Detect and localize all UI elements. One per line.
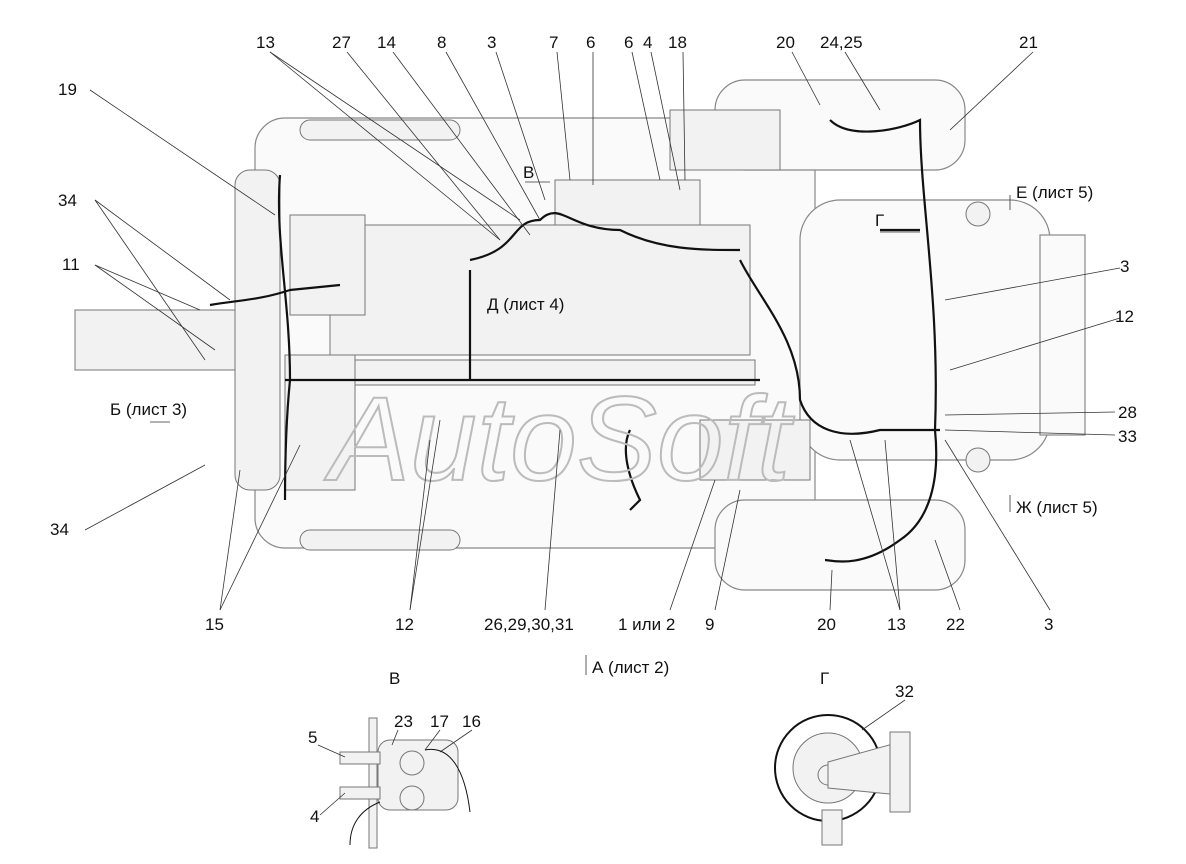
- callout: 6: [624, 33, 633, 52]
- leader-lines: [84, 51, 1121, 611]
- callouts-left: 19 34 11 34 15: [50, 80, 224, 634]
- callout: 15: [205, 615, 224, 634]
- callout: 32: [895, 682, 914, 701]
- callout: 12: [1115, 307, 1134, 326]
- callouts-bottom: 12 26,29,30,31 1 или 2 9 20 13 22 3: [395, 615, 1053, 634]
- callout: 17: [430, 712, 449, 731]
- callout: 19: [58, 80, 77, 99]
- detail-g: Г 32: [774, 669, 914, 846]
- view-ref-b: Б (лист 3): [110, 400, 187, 419]
- callout: 26,29,30,31: [484, 615, 574, 634]
- callouts-top: 13 27 14 8 3 7 6 6 4 18 20 24,25 21: [256, 33, 1038, 52]
- tractor-outline: [74, 79, 1086, 591]
- callout: 34: [50, 520, 69, 539]
- callout: 16: [462, 712, 481, 731]
- callouts-right: 3 12 28 33: [1115, 257, 1137, 446]
- view-ref-g: Г: [875, 211, 884, 230]
- callout: 34: [58, 191, 77, 210]
- detail-v: В 5 23 17 16 4: [308, 669, 481, 849]
- callout: 1 или 2: [618, 615, 675, 634]
- callout: 4: [643, 33, 652, 52]
- view-ref-d: Д (лист 4): [487, 295, 564, 314]
- callout: 18: [668, 33, 687, 52]
- callout: 6: [586, 33, 595, 52]
- wire-harness: [209, 118, 940, 563]
- detail-v-title: В: [389, 669, 400, 688]
- view-ref-a: А (лист 2): [592, 658, 669, 677]
- callout: 20: [776, 33, 795, 52]
- callout: 13: [256, 33, 275, 52]
- callout: 12: [395, 615, 414, 634]
- callout: 22: [946, 615, 965, 634]
- callout: 33: [1118, 427, 1137, 446]
- callout: 27: [332, 33, 351, 52]
- callout: 3: [1044, 615, 1053, 634]
- view-ref-zh: Ж (лист 5): [1016, 498, 1098, 517]
- callout: 5: [308, 728, 317, 747]
- view-ref-v: В: [523, 163, 534, 182]
- callout: 3: [1120, 257, 1129, 276]
- callout: 8: [437, 33, 446, 52]
- view-references: Б (лист 3) В Д (лист 4) Г Е (лист 5) Ж (…: [110, 163, 1098, 677]
- callout: 11: [62, 255, 80, 274]
- callout: 20: [817, 615, 836, 634]
- view-ref-e: Е (лист 5): [1016, 183, 1093, 202]
- detail-g-title: Г: [820, 669, 829, 688]
- callout: 4: [310, 807, 319, 826]
- callout: 28: [1118, 403, 1137, 422]
- callout: 3: [487, 33, 496, 52]
- callout: 13: [887, 615, 906, 634]
- callout: 23: [394, 712, 413, 731]
- callout: 21: [1019, 33, 1038, 52]
- callout: 24,25: [820, 33, 863, 52]
- callout: 7: [549, 33, 558, 52]
- callout: 9: [705, 615, 714, 634]
- callout: 14: [377, 33, 396, 52]
